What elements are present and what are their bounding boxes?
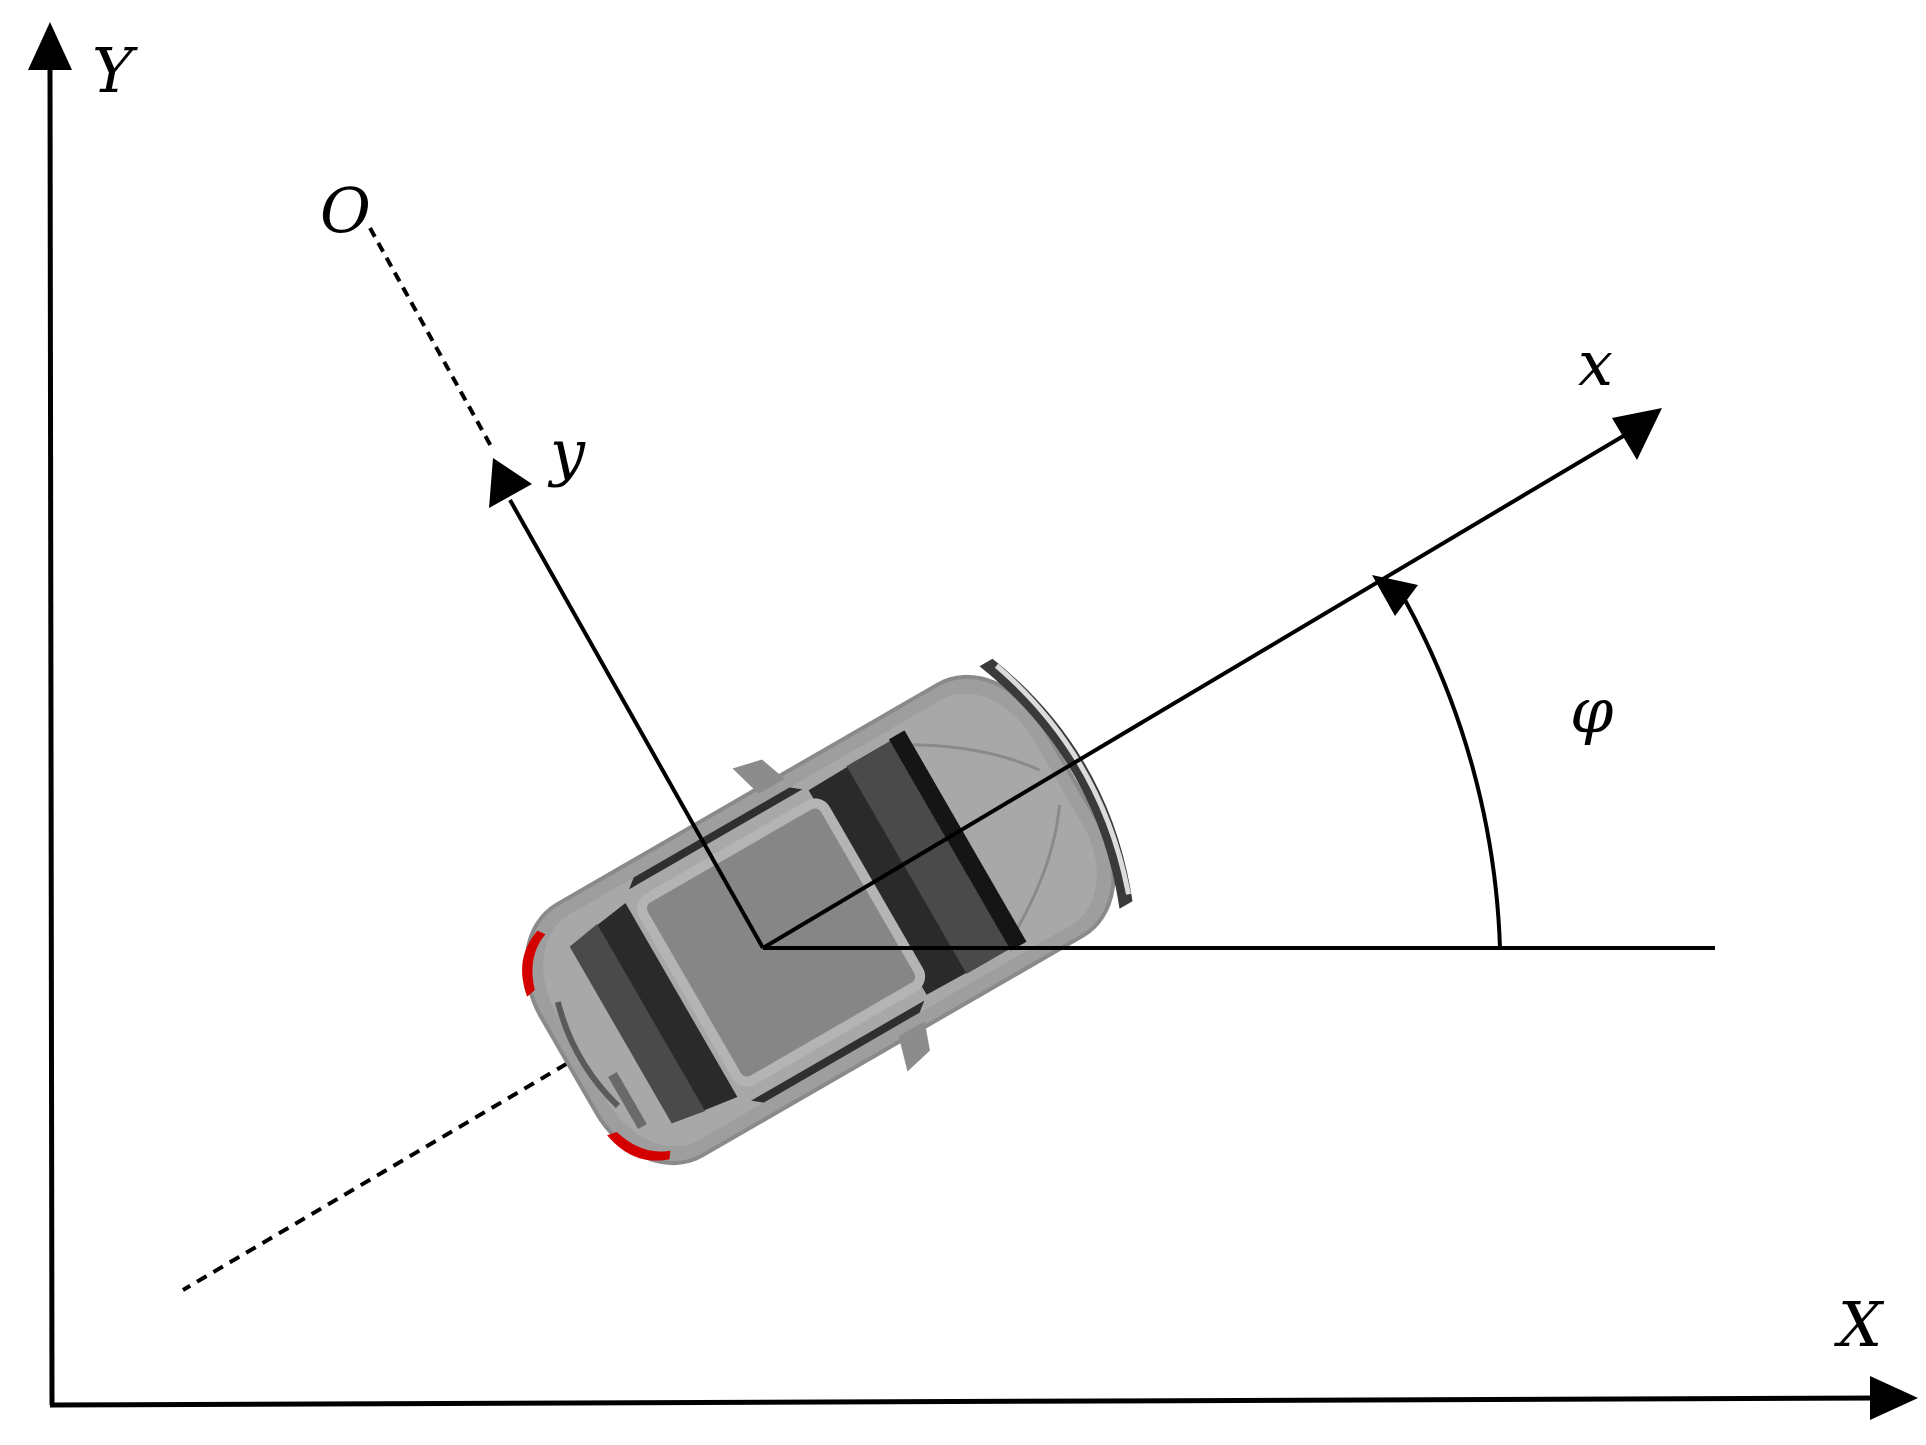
world-y-axis-label: Y: [92, 34, 138, 107]
origin-label: O: [320, 174, 371, 247]
body-x-axis-line: [761, 433, 1627, 950]
body-y-axis-label: y: [547, 416, 586, 489]
body-x-axis-label: x: [1578, 327, 1613, 400]
heading-angle-label: φ: [1570, 674, 1614, 747]
body-y-axis-arrow: [489, 458, 532, 508]
world-x-axis-label: X: [1834, 1288, 1885, 1361]
body-y-axis-line: [508, 499, 765, 949]
body-x-axis-arrow: [1612, 408, 1662, 460]
dashed-line-to-origin: [368, 227, 494, 449]
world-y-axis-arrow: [28, 22, 72, 70]
body-x-axis-rear-extension: [181, 946, 765, 1292]
world-axes: [28, 22, 1918, 1420]
world-y-axis-line: [47, 67, 55, 1406]
car-top-view-icon: [522, 658, 1133, 1166]
heading-angle-arc: [1403, 599, 1502, 949]
world-x-axis-line: [49, 1395, 1881, 1408]
heading-angle-arrow: [1372, 575, 1418, 616]
world-x-axis-arrow: [1870, 1376, 1918, 1420]
